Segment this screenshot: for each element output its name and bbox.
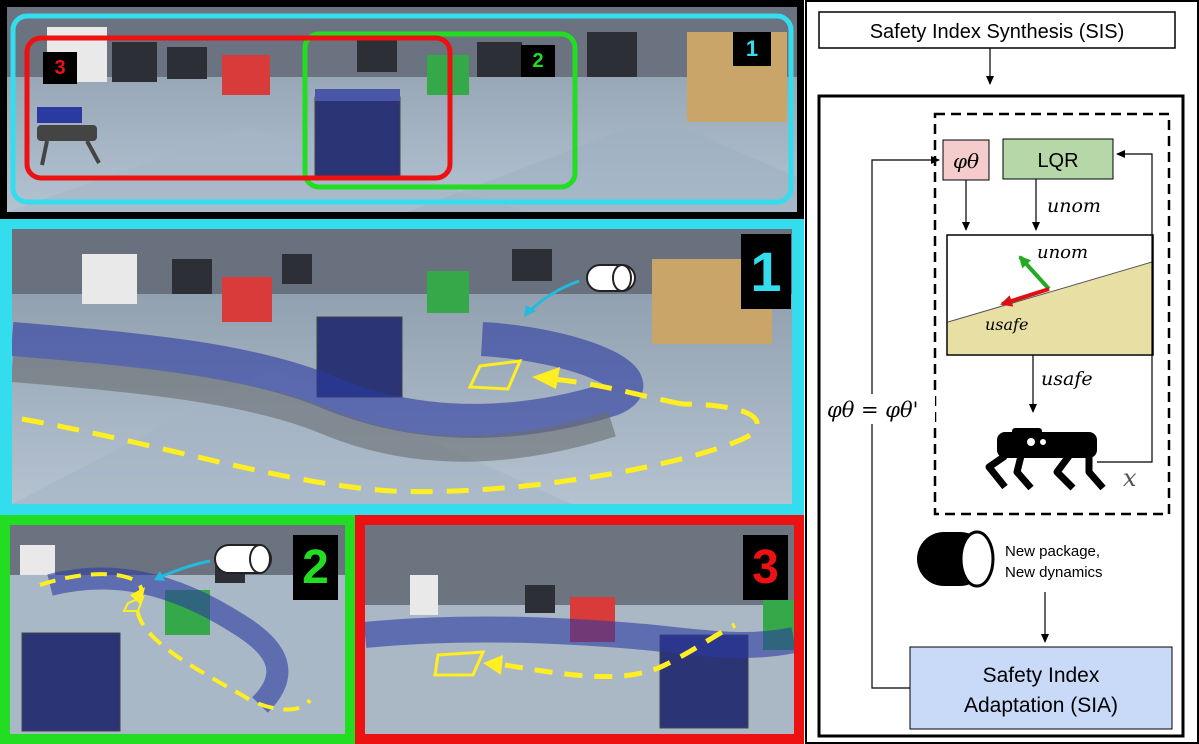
sia-line2: Adaptation (SIA) (964, 694, 1118, 717)
lqr-label: LQR (1037, 150, 1078, 172)
trajectory-path (504, 622, 737, 679)
scenario-2-scene (10, 525, 345, 734)
trajectory-path (39, 572, 312, 712)
package-icon (917, 530, 995, 588)
region-3-outline (24, 35, 453, 181)
blue-cube (314, 96, 401, 178)
package-icon (586, 264, 636, 292)
sis-box (818, 11, 1176, 49)
safe-region (948, 262, 1152, 354)
scenario-3-panel: 3 (355, 515, 804, 744)
u-safe-edge-label: usafe (1041, 368, 1093, 390)
overview-scene (7, 7, 797, 212)
scenario-1-panel: 1 (0, 219, 804, 515)
region-1-badge: 1 (733, 32, 771, 66)
scenario-2-panel: 2 (0, 515, 355, 744)
sis-title: Safety Index Synthesis (SIS) (870, 21, 1125, 43)
trajectory-arrowhead (532, 367, 560, 389)
u-nom-vector (1018, 255, 1051, 291)
state-x-label: x (1123, 464, 1137, 492)
package-text-line1: New package, (1005, 543, 1100, 560)
drop-zone (433, 650, 486, 677)
robot-trail (365, 616, 794, 659)
u-safe-vector-label: usafe (985, 315, 1028, 334)
scenario-1-badge: 1 (741, 234, 791, 309)
u-nom-vector-label: unom (1037, 242, 1088, 263)
controller-dashed-box (933, 112, 1171, 516)
robot-dog-icon (985, 428, 1106, 491)
drop-zone (467, 359, 523, 391)
trajectory-path (21, 401, 760, 495)
block-diagram-panel: Safety Index Synthesis (SIS) φθ LQR unom… (805, 0, 1199, 744)
scenario-1-scene (12, 229, 792, 504)
u-nom-edge-label: unom (1047, 195, 1101, 217)
region-2-outline (302, 31, 578, 190)
region-1-outline (10, 13, 794, 205)
robot-trail (47, 567, 289, 713)
robot-trail (12, 322, 643, 462)
green-cube (427, 271, 469, 313)
scenario-3-scene (365, 525, 794, 734)
overview-panel: 1 2 3 (0, 0, 804, 219)
package-pointer-arrow (528, 279, 580, 313)
package-text-line2: New dynamics (1005, 564, 1103, 581)
robot-dog-icon (37, 107, 101, 166)
outer-loop-box (817, 94, 1185, 738)
block-diagram: Safety Index Synthesis (SIS) φθ LQR unom… (817, 11, 1185, 738)
sia-line1: Safety Index (983, 664, 1100, 687)
phi-label: φθ (953, 149, 979, 173)
region-2-badge: 2 (521, 45, 555, 77)
blue-cube (21, 632, 121, 732)
drop-zone (122, 595, 145, 612)
scenario-2-badge: 2 (293, 535, 338, 600)
state-feedback-edge (1097, 150, 1153, 463)
lqr-box (1002, 138, 1114, 180)
phi-update-label: φθ = φθ' (827, 398, 918, 422)
red-cube (222, 55, 270, 95)
u-safe-vector (1000, 287, 1050, 307)
package-pointer-arrow (159, 559, 211, 579)
package-icon (214, 544, 272, 574)
region-3-badge: 3 (43, 52, 77, 84)
scenario-3-badge: 3 (743, 535, 788, 600)
red-cube (222, 277, 272, 322)
phi-box (942, 139, 990, 181)
